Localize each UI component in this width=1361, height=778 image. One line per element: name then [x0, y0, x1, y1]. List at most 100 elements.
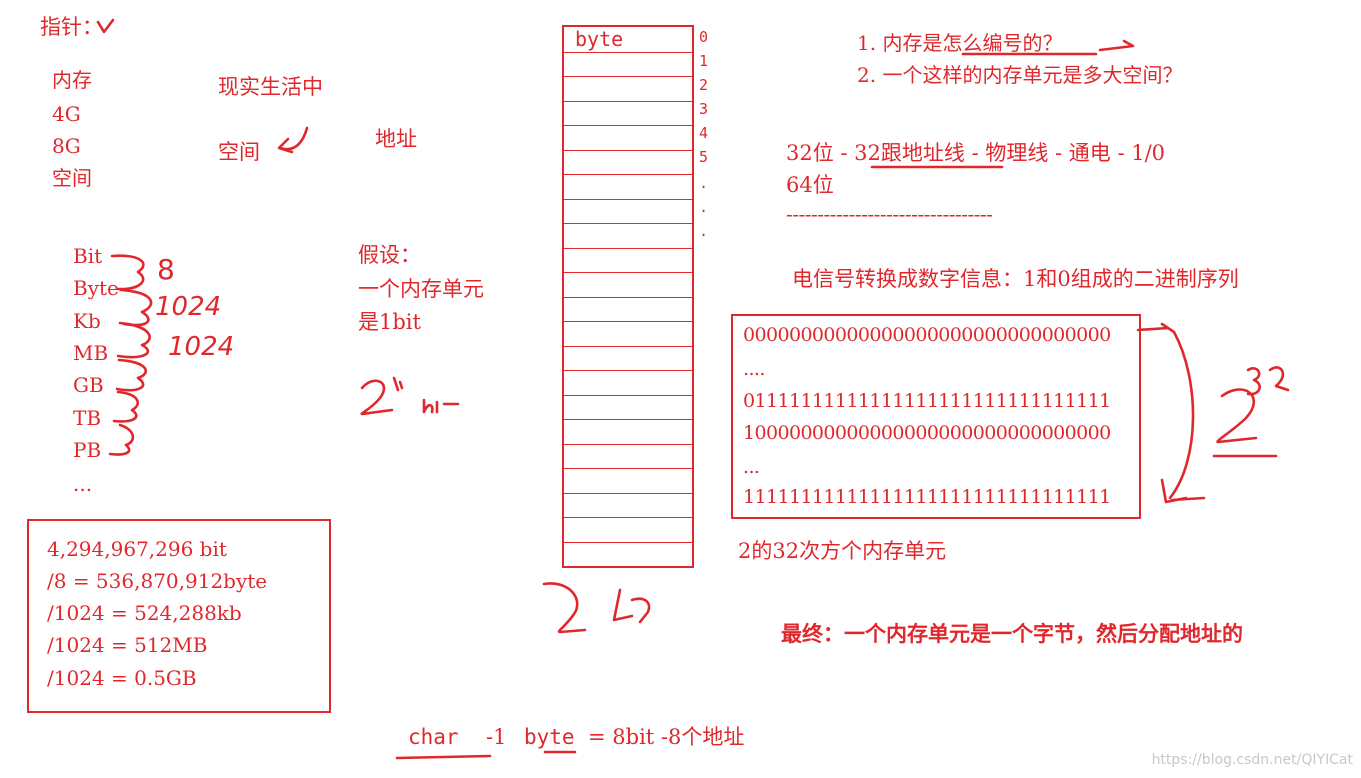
memory-cell: [563, 492, 693, 518]
address-lines-text: 32位 - 32跟地址线 - 物理线 - 通电 - 1/0: [786, 141, 1166, 165]
memory-cell: [563, 247, 693, 273]
address-number: 2: [699, 76, 709, 94]
unit-brace: [112, 390, 140, 423]
char-detail: = 8bit -8个地址: [588, 725, 745, 749]
calc-line: /8 = 536,870,912byte: [47, 569, 268, 593]
calc-line: /1024 = 0.5GB: [47, 666, 197, 690]
memory-cell: [563, 296, 693, 322]
range-arrow: [1136, 322, 1195, 500]
power-32-exponent: [1246, 366, 1290, 396]
unit-byte: Byte: [73, 276, 119, 300]
unit-gb: GB: [73, 373, 104, 397]
binary-row: ...: [743, 456, 760, 478]
unit-more: ...: [73, 472, 93, 496]
range-tick: [1170, 496, 1206, 502]
memory-cell: [563, 149, 693, 175]
factor-8: 8: [157, 253, 175, 286]
two-g-sketch: [542, 582, 587, 634]
memory-cell: [563, 76, 693, 101]
memory-cell: [563, 198, 693, 224]
pointer-title: 指针：: [40, 15, 103, 39]
binary-row: 11111111111111111111111111111111: [743, 486, 1111, 508]
binary-row: 10000000000000000000000000000000: [743, 422, 1111, 444]
binary-row: ....: [743, 358, 765, 380]
unit-brace: [119, 288, 153, 327]
space-label: 空间: [218, 140, 260, 164]
memory-cell: [563, 272, 693, 297]
binary-row: 00000000000000000000000000000000: [743, 324, 1111, 346]
bits-64-text: 64位: [786, 173, 834, 197]
assumption-line: 是1bit: [358, 310, 421, 334]
address-number: 4: [699, 124, 709, 142]
unit-mb: MB: [73, 341, 109, 365]
memory-cell-label: byte: [575, 27, 624, 51]
memory-cell: [563, 541, 693, 567]
address-number: 1: [699, 52, 709, 70]
check-mark: [96, 18, 115, 34]
bit-scribble: [422, 398, 460, 414]
memory-cell: [563, 370, 693, 395]
unit-bit: Bit: [73, 244, 103, 268]
real-life-label: 现实生活中: [218, 75, 323, 99]
question-1: 1. 内存是怎么编号的？: [857, 31, 1063, 55]
address-label: 地址: [375, 127, 417, 151]
memory-cell: [563, 419, 693, 444]
watermark: https://blog.csdn.net/QIYICat: [1151, 752, 1353, 768]
unit-count-text: 2的32次方个内存单元: [738, 539, 947, 563]
memory-cell: [563, 174, 693, 199]
memory-cell: [563, 394, 693, 420]
two-g-sketch: [612, 588, 651, 624]
unit-pb: PB: [73, 438, 102, 462]
unit-brace: [108, 423, 135, 456]
question-2: 2. 一个这样的内存单元是多大空间？: [857, 63, 1183, 87]
memory-term: 内存: [52, 68, 92, 92]
char-size: -1: [486, 725, 507, 749]
arrow-head: [277, 137, 294, 154]
char-keyword: char: [408, 725, 459, 749]
curved-arrow: [278, 126, 309, 151]
binary-row: 01111111111111111111111111111111: [743, 390, 1111, 412]
calc-line: /1024 = 512MB: [47, 633, 208, 657]
unit-brace: [110, 254, 145, 291]
assumption-line: 一个内存单元: [358, 277, 484, 301]
power-two-sketch: [360, 379, 394, 416]
calc-line: 4,294,967,296 bit: [47, 537, 227, 561]
unit-kb: Kb: [73, 309, 101, 333]
unit-tb: TB: [73, 406, 102, 430]
memory-cell: [563, 345, 693, 371]
factor-1024: 1024: [155, 292, 222, 322]
address-dot: .: [699, 174, 709, 192]
memory-cell: [563, 443, 693, 469]
memory-cell: [563, 517, 693, 542]
power-exponent: [392, 376, 404, 392]
assumption-line: 假设：: [358, 243, 421, 267]
address-dot: .: [699, 222, 709, 240]
power-32-sketch: [1216, 388, 1258, 444]
memory-cell: [563, 100, 693, 126]
char-underline: [395, 754, 492, 760]
byte-keyword: byte: [524, 725, 575, 749]
dash-separator: ---------------------------------: [786, 202, 993, 226]
factor-1024: 1024: [168, 332, 235, 362]
question-arrow: [1098, 39, 1135, 52]
signal-text: 电信号转换成数字信息：1和0组成的二进制序列: [792, 267, 1239, 291]
address-dot: .: [699, 198, 709, 216]
conclusion-text: 最终：一个内存单元是一个字节，然后分配地址的: [781, 621, 1243, 646]
address-number: 0: [699, 28, 709, 46]
memory-term: 4G: [52, 102, 81, 126]
address-number: 5: [699, 148, 709, 166]
calculation-box: 4,294,967,296 bit /8 = 536,870,912byte /…: [27, 519, 331, 713]
calc-line: /1024 = 524,288kb: [47, 601, 242, 625]
address-number: 3: [699, 100, 709, 118]
unit-brace: [116, 321, 151, 359]
memory-cell: [563, 51, 693, 77]
memory-term: 空间: [52, 166, 92, 190]
unit-brace: [115, 358, 148, 392]
memory-cell: [563, 321, 693, 346]
memory-term: 8G: [52, 134, 81, 158]
memory-cell: [563, 468, 693, 493]
memory-cell: [563, 125, 693, 150]
binary-box: 00000000000000000000000000000000 .... 01…: [731, 314, 1141, 519]
memory-cell: [563, 223, 693, 248]
